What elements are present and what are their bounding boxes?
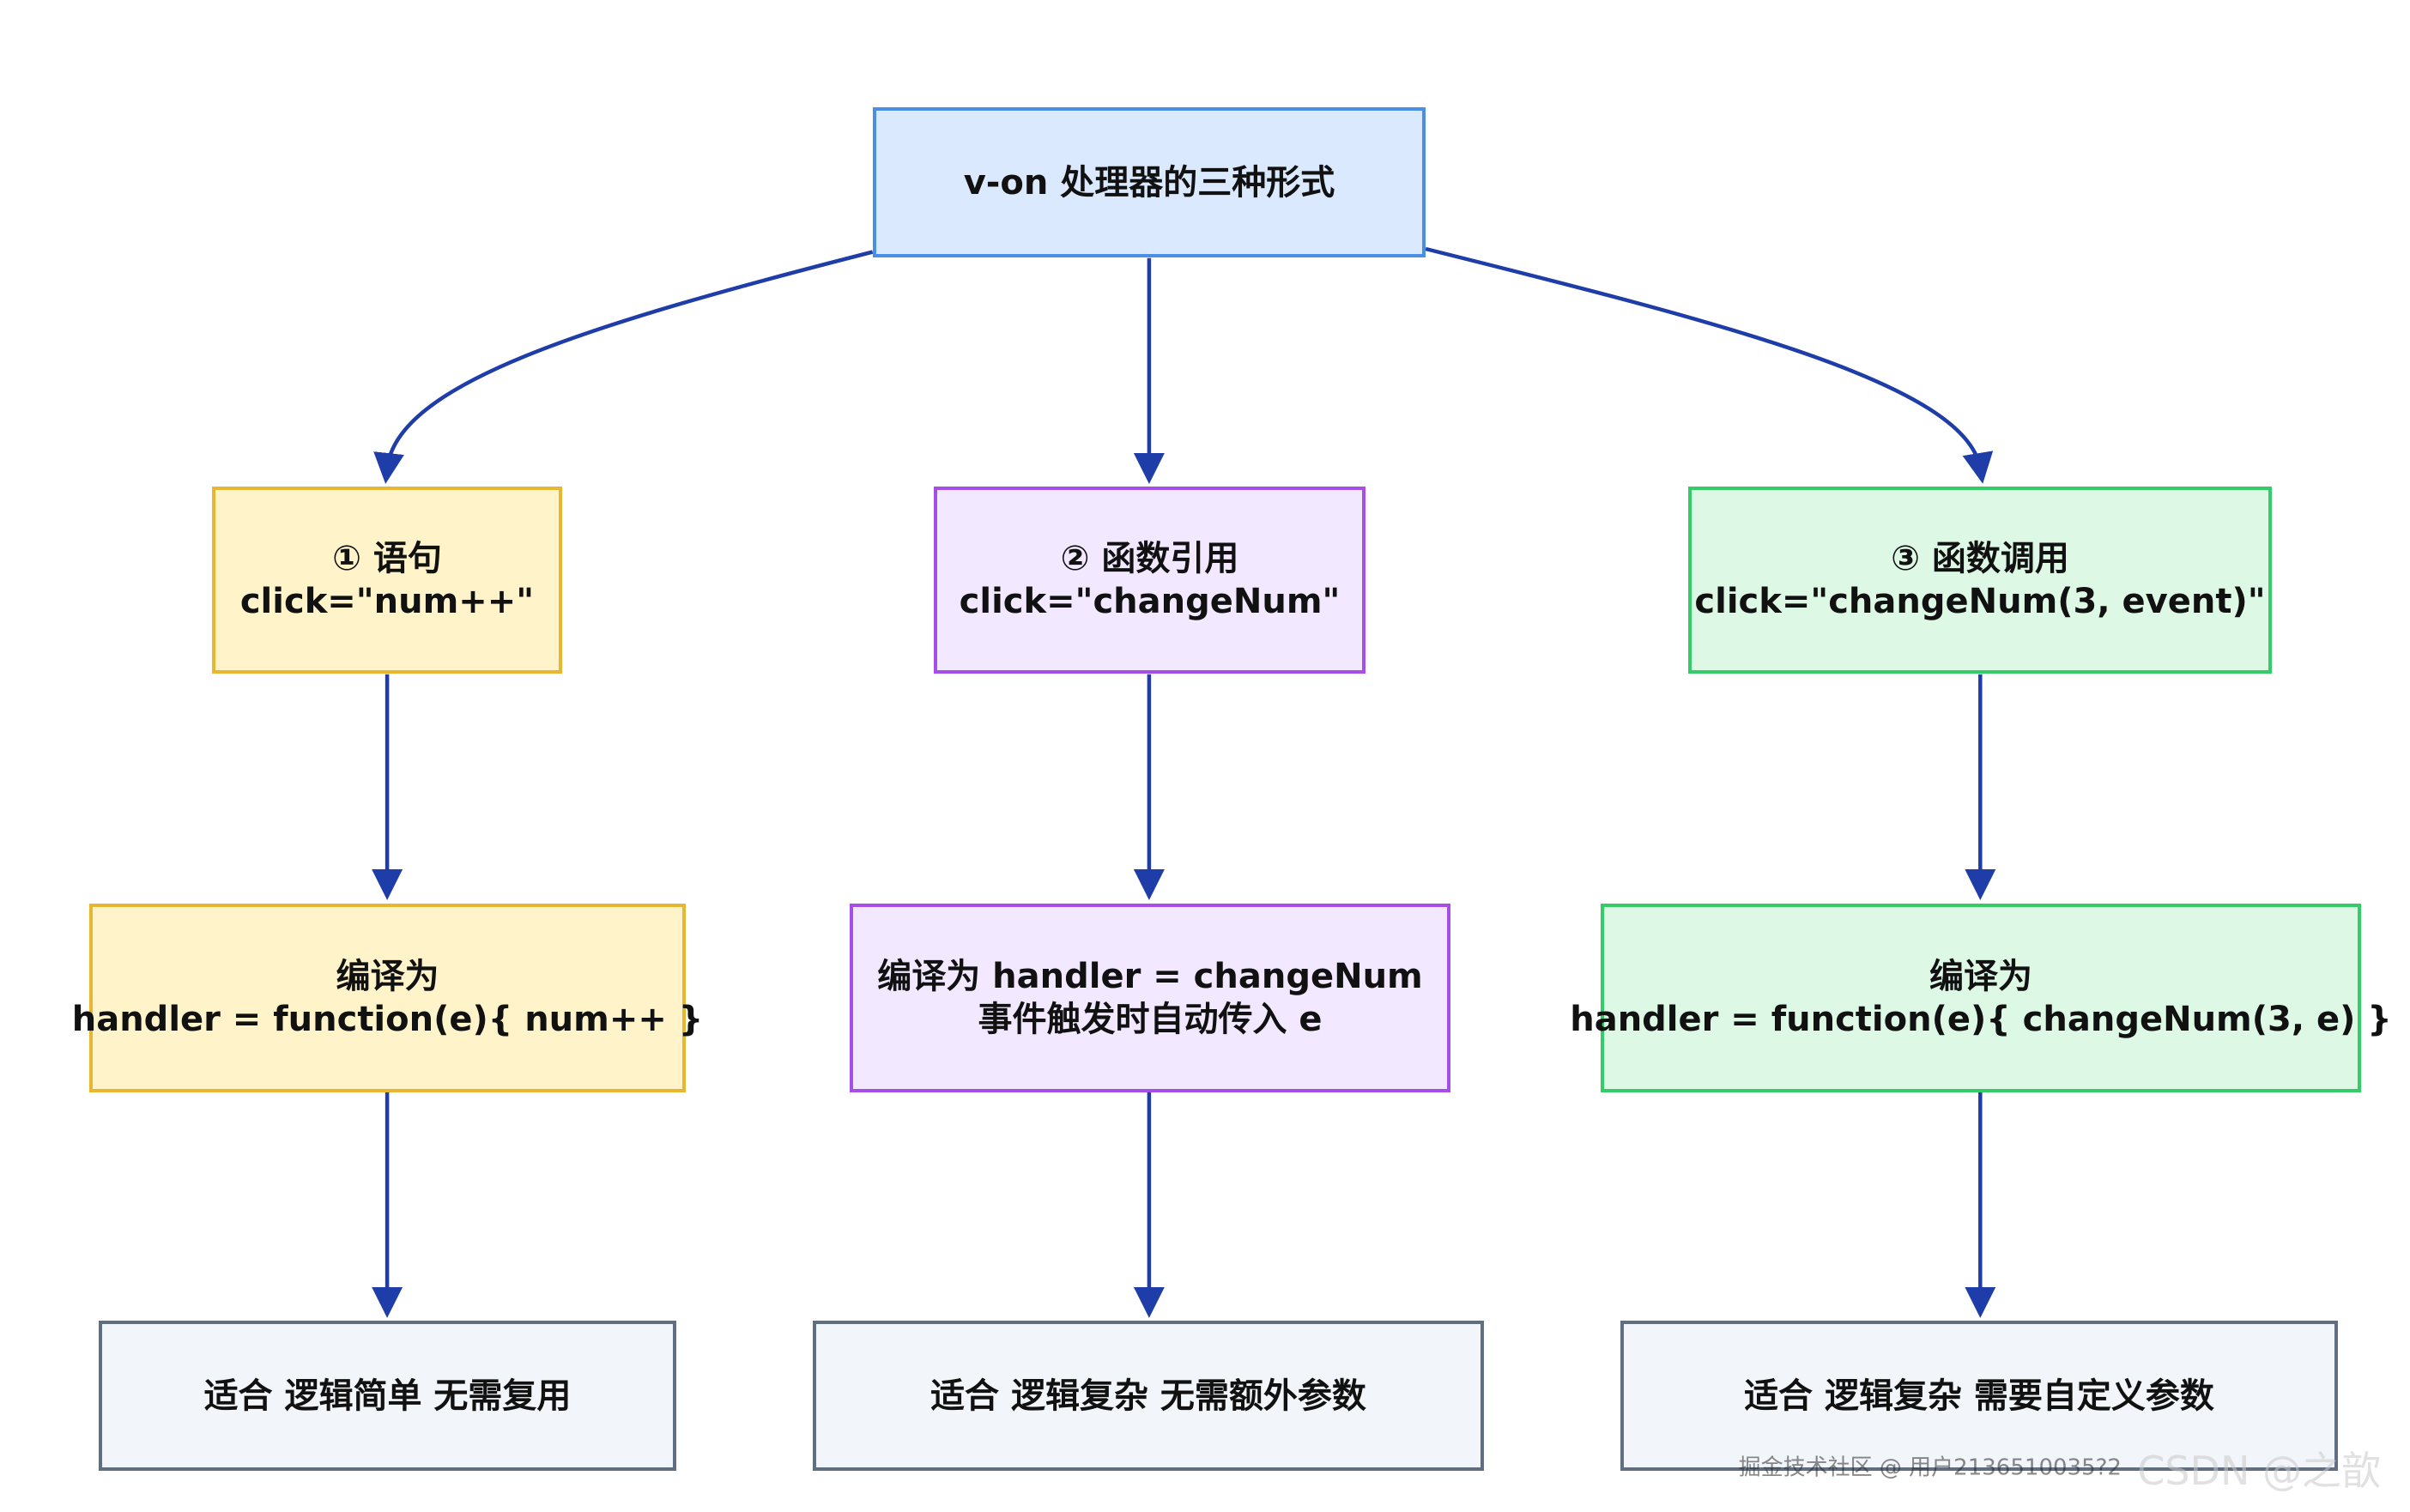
root-node-text: v-on 处理器的三种形式 xyxy=(963,162,1335,203)
node-title: ③ 函数调用 xyxy=(1891,539,2069,578)
edge-root-to-statement xyxy=(373,250,874,484)
node-title: ② 函数引用 xyxy=(1060,539,1239,578)
node-function-call-form: ③ 函数调用 click="changeNum(3, event)" xyxy=(1688,487,2272,674)
node-text: 适合 逻辑简单 无需复用 xyxy=(203,1376,572,1416)
node-text: 编译为 xyxy=(336,957,439,996)
root-node-von-handler-forms: v-on 处理器的三种形式 xyxy=(873,107,1426,257)
node-compile-statement: 编译为 handler = function(e){ num++ } xyxy=(72,904,703,1092)
node-compile-function-call: 编译为 handler = function(e){ changeNum(3, … xyxy=(1570,904,2392,1092)
node-title: ① 语句 xyxy=(332,539,442,578)
watermark: 掘金技术社区 @ 用户2136510035?2 CSDN @之歆 xyxy=(1739,1440,2381,1497)
watermark-text: 掘金技术社区 @ 用户2136510035?2 xyxy=(1738,1455,2122,1481)
node-usage-function-reference: 适合 逻辑复杂 无需额外参数 xyxy=(813,1321,1484,1471)
node-usage-statement: 适合 逻辑简单 无需复用 xyxy=(99,1321,676,1471)
node-code: click="changeNum(3, event)" xyxy=(1694,582,2266,621)
node-text: 适合 逻辑复杂 无需额外参数 xyxy=(930,1376,1366,1416)
watermark-brand: CSDN @之歆 xyxy=(2137,1448,2381,1494)
node-code: handler = function(e){ changeNum(3, e) } xyxy=(1570,1000,2392,1039)
node-text: 适合 逻辑复杂 需要自定义参数 xyxy=(1744,1376,2214,1416)
node-usage-function-call: 适合 逻辑复杂 需要自定义参数 xyxy=(1620,1321,2338,1471)
node-code: click="num++" xyxy=(239,582,535,621)
node-function-reference-form: ② 函数引用 click="changeNum" xyxy=(934,487,1365,674)
node-text: 事件触发时自动传入 e xyxy=(978,1000,1323,1039)
edge-root-to-function-call xyxy=(1425,246,1994,484)
node-code: handler = function(e){ num++ } xyxy=(71,1000,704,1039)
node-text: 编译为 handler = changeNum xyxy=(877,957,1423,996)
node-code: click="changeNum" xyxy=(959,582,1341,621)
node-compile-function-reference: 编译为 handler = changeNum 事件触发时自动传入 e xyxy=(850,904,1450,1092)
node-text: 编译为 xyxy=(1929,957,2032,996)
node-statement-form: ① 语句 click="num++" xyxy=(212,487,562,674)
